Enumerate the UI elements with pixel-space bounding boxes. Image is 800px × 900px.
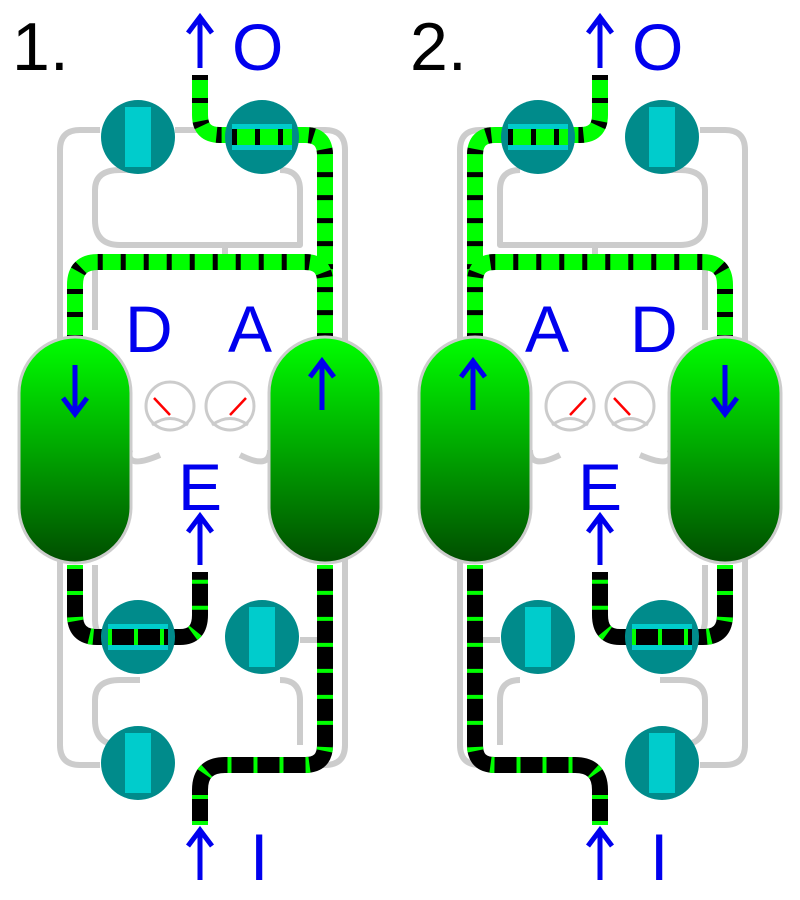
panel-number: 1. bbox=[12, 9, 69, 85]
arrow-icon bbox=[308, 356, 336, 410]
arrow-icon bbox=[186, 12, 214, 68]
inlet-label: I bbox=[250, 820, 268, 894]
valve-icon bbox=[101, 100, 175, 174]
right-tower-label: A bbox=[228, 292, 272, 366]
gauge-icon bbox=[144, 380, 196, 432]
right-tower bbox=[667, 335, 783, 565]
left-tower-label: A bbox=[525, 292, 569, 366]
exhaust-label: E bbox=[178, 450, 222, 524]
arrow-icon bbox=[586, 825, 614, 880]
valve-icon bbox=[101, 600, 175, 674]
arrow-icon bbox=[186, 511, 214, 565]
right-tower-label: D bbox=[630, 292, 678, 366]
gauge-icon bbox=[544, 380, 596, 432]
arrow-icon bbox=[586, 12, 614, 68]
arrow-icon bbox=[711, 365, 739, 419]
arrow-icon bbox=[586, 511, 614, 565]
valve-icon bbox=[101, 726, 175, 800]
arrow-icon bbox=[459, 356, 487, 410]
valve-icon bbox=[625, 726, 699, 800]
gauge-icon bbox=[204, 380, 256, 432]
valve-icon bbox=[625, 100, 699, 174]
outlet-label: O bbox=[632, 10, 683, 84]
outlet-label: O bbox=[232, 10, 283, 84]
valve-icon bbox=[501, 600, 575, 674]
valve-icon bbox=[625, 600, 699, 674]
panel-2: 2. O I E A D bbox=[410, 9, 783, 894]
gauge-icon bbox=[604, 380, 656, 432]
valve-icon bbox=[225, 600, 299, 674]
arrow-icon bbox=[61, 365, 89, 419]
exhaust-label: E bbox=[578, 450, 622, 524]
arrow-icon bbox=[186, 825, 214, 880]
left-tower bbox=[417, 335, 533, 565]
panel-number: 2. bbox=[410, 9, 467, 85]
left-tower bbox=[17, 335, 133, 565]
valve-icon bbox=[501, 100, 575, 174]
right-tower bbox=[267, 335, 383, 565]
panel-1: 1. O I E D A bbox=[12, 9, 383, 894]
valve-icon bbox=[225, 100, 299, 174]
inlet-label: I bbox=[650, 820, 668, 894]
left-tower-label: D bbox=[125, 292, 173, 366]
